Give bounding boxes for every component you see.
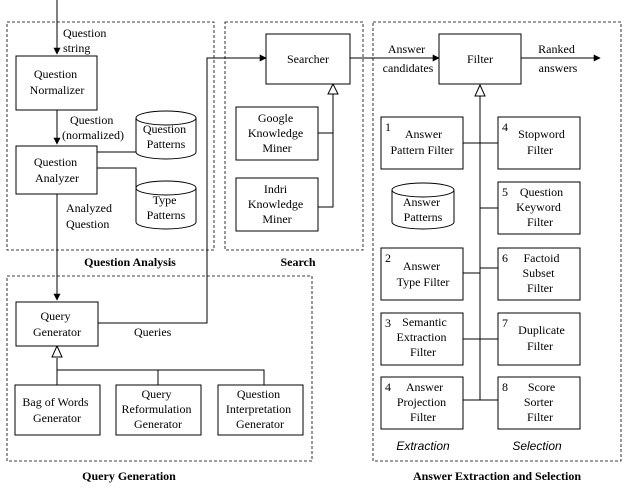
google-knowledge-miner-label: Google Knowledge Miner xyxy=(248,111,306,155)
answer-patterns-database: Answer Patterns xyxy=(391,182,455,230)
factoid-subset-filter-box xyxy=(497,247,581,301)
question-interpretation-generator-label: Question Interpretation Generator xyxy=(226,387,294,431)
stopword-filter-box xyxy=(497,116,581,170)
question-analyzer-box xyxy=(15,145,98,195)
factoid-subset-filter-number: 6 xyxy=(502,251,508,265)
google-knowledge-miner-box xyxy=(235,106,319,161)
answer-extraction-selection-title: Answer Extraction and Selection xyxy=(413,469,581,483)
question-normalized-label: Question (normalized) xyxy=(62,113,124,142)
selection-filter-links xyxy=(480,207,498,401)
searcher-label: Searcher xyxy=(287,52,329,66)
semantic-extraction-filter-box xyxy=(380,312,464,366)
bag-of-words-generator-label: Bag of Words Generator xyxy=(22,395,91,425)
factoid-subset-filter-label: Factoid Subset Filter xyxy=(522,251,562,295)
stopword-filter-label: Stopword Filter xyxy=(518,127,568,157)
extraction-filter-links xyxy=(463,142,498,401)
answer-pattern-filter-box xyxy=(380,116,464,170)
duplicate-filter-label: Duplicate Filter xyxy=(518,323,568,353)
query-generation-group xyxy=(6,275,313,462)
queries-label: Queries xyxy=(134,325,172,339)
indri-knowledge-miner-label: Indri Knowledge Miner xyxy=(248,182,306,226)
search-title: Search xyxy=(280,255,315,269)
selection-column-label: Selection xyxy=(512,439,562,453)
stopword-filter-number: 4 xyxy=(502,120,508,134)
analyzed-question-label: Analyzed Question xyxy=(66,201,115,231)
answer-extraction-selection-group xyxy=(372,21,622,462)
answer-type-filter-label: Answer Type Filter xyxy=(397,259,450,289)
query-generator-inheritance-bus xyxy=(56,358,265,385)
question-keyword-filter-box xyxy=(497,181,581,235)
duplicate-filter-number: 7 xyxy=(502,316,508,330)
answer-pattern-filter-number: 1 xyxy=(385,120,391,134)
filter-inheritance-triangle xyxy=(474,83,486,97)
answer-projection-filter-number: 4 xyxy=(385,380,391,394)
svg-text:Answer Patterns: Answer Patterns xyxy=(403,195,443,224)
query-generator-box xyxy=(15,301,99,347)
query-reformulation-generator-box xyxy=(115,384,202,436)
answer-type-filter-number: 2 xyxy=(385,251,391,265)
searcher-inheritance-triangle xyxy=(327,82,339,95)
query-generator-inheritance-drops xyxy=(56,370,159,385)
query-reformulation-generator-label: Query Reformulation Generator xyxy=(122,387,195,431)
query-generator-label: Query Generator xyxy=(33,309,81,339)
question-keyword-filter-number: 5 xyxy=(502,185,508,199)
query-generator-inheritance-triangle xyxy=(51,344,63,358)
duplicate-filter-box xyxy=(497,312,581,366)
question-interpretation-generator-box xyxy=(217,384,304,436)
extraction-column-label: Extraction xyxy=(396,439,450,453)
score-sorter-filter-label: Score Sorter Filter xyxy=(524,380,558,424)
semantic-extraction-filter-number: 3 xyxy=(385,316,391,330)
queries-arrow xyxy=(98,54,267,324)
bag-of-words-generator-box xyxy=(14,384,101,436)
analyzer-type-patterns-link xyxy=(97,167,137,198)
score-sorter-filter-number: 8 xyxy=(502,380,508,394)
answer-projection-filter-label: Answer Projection Filter xyxy=(397,380,449,424)
answer-projection-filter-box xyxy=(380,376,464,430)
question-string-label: Question string xyxy=(63,26,109,55)
answer-pattern-filter-label: Answer Pattern Filter xyxy=(391,127,454,157)
score-sorter-filter-box xyxy=(497,376,581,430)
semantic-extraction-filter-label: Semantic Extraction Filter xyxy=(397,315,450,359)
question-analyzer-label: Question Analyzer xyxy=(34,155,80,185)
question-analysis-group xyxy=(6,21,215,251)
searcher-box xyxy=(265,33,351,85)
question-patterns-database: Question Patterns xyxy=(135,110,197,160)
search-group xyxy=(224,21,364,251)
filter-box xyxy=(438,33,522,85)
answer-candidates-label: Answer candidates xyxy=(383,42,434,75)
svg-text:Type Patterns: Type Patterns xyxy=(147,193,186,222)
question-normalizer-box xyxy=(15,55,98,111)
svg-text:Question Patterns: Question Patterns xyxy=(143,122,189,151)
filter-label: Filter xyxy=(467,52,493,66)
indri-knowledge-miner-box xyxy=(235,177,319,232)
question-analysis-title: Question Analysis xyxy=(84,255,176,269)
question-normalizer-label: Question Normalizer xyxy=(30,67,85,97)
question-keyword-filter-label: Question Keyword Filter xyxy=(516,185,566,229)
query-generation-title: Query Generation xyxy=(82,469,176,483)
type-patterns-database: Type Patterns xyxy=(135,180,197,230)
answer-type-filter-box xyxy=(380,247,464,301)
ranked-answers-label: Ranked answers xyxy=(538,42,578,75)
searcher-inheritance-trunk xyxy=(318,93,334,208)
